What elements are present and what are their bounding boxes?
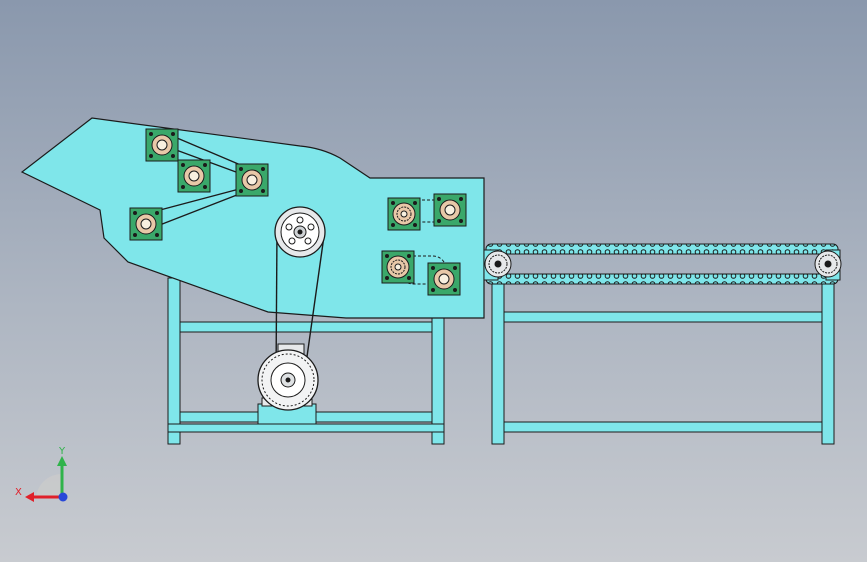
bearing-7 [381,250,415,284]
axis-triad: Y X [15,446,68,502]
large-pulley [274,206,326,258]
conveyor-sprocket-right [814,250,842,278]
bearing-1 [145,128,179,162]
bearing-8 [427,262,461,296]
bearing-4 [129,207,163,241]
conveyor-sprocket-left [484,250,512,278]
bearing-5 [387,197,421,231]
hopper-body [20,117,485,319]
motor [257,343,319,425]
y-axis-label: Y [58,446,66,457]
conveyor-chain [483,243,841,285]
bearing-3 [235,163,269,197]
conveyor-frame [491,269,835,445]
bearing-2 [177,159,211,193]
bearing-6 [433,193,467,227]
x-axis-label: X [15,487,22,498]
